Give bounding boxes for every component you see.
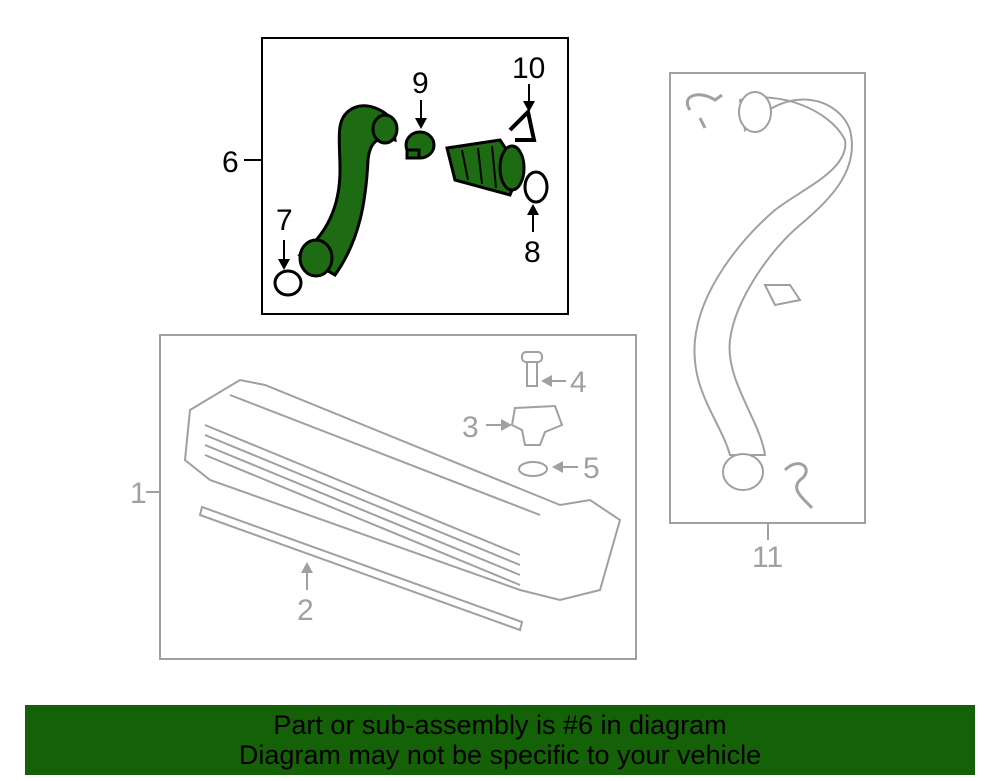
seal-2-part[interactable]: [198, 505, 524, 632]
callout-3: 3: [462, 411, 479, 444]
hose-part[interactable]: [297, 104, 399, 278]
outlet-pipe-part[interactable]: [693, 91, 853, 491]
clip-part[interactable]: [686, 93, 723, 129]
bracket-part[interactable]: [763, 284, 802, 307]
clamp-part[interactable]: [404, 130, 436, 160]
clip-part[interactable]: [783, 462, 814, 510]
callout-10: 10: [512, 52, 545, 85]
assembly-6-box: [261, 37, 569, 315]
bolt-4-part[interactable]: [521, 351, 543, 387]
info-banner: Part or sub-assembly is #6 in diagram Di…: [25, 705, 975, 775]
callout-2: 2: [297, 594, 314, 627]
sensor-3-part[interactable]: [510, 404, 564, 446]
callout-5: 5: [583, 452, 600, 485]
resonator-part[interactable]: [445, 138, 526, 197]
callout-8: 8: [524, 236, 541, 269]
callout-7: 7: [276, 204, 293, 237]
callout-9: 9: [412, 67, 429, 100]
seal-7-part[interactable]: [273, 269, 303, 297]
banner-line-1: Part or sub-assembly is #6 in diagram: [273, 710, 727, 740]
assembly-1-box: [159, 334, 637, 660]
callout-4: 4: [570, 366, 587, 399]
seal-8-part[interactable]: [523, 170, 549, 204]
assembly-11-box: [669, 72, 866, 524]
intercooler-part[interactable]: [183, 378, 622, 602]
bracket-part[interactable]: [508, 107, 537, 142]
seal-5-part[interactable]: [518, 461, 548, 477]
callout-6: 6: [222, 146, 239, 179]
callout-11: 11: [752, 541, 783, 574]
banner-line-2: Diagram may not be specific to your vehi…: [238, 740, 762, 770]
callout-1: 1: [130, 477, 147, 510]
